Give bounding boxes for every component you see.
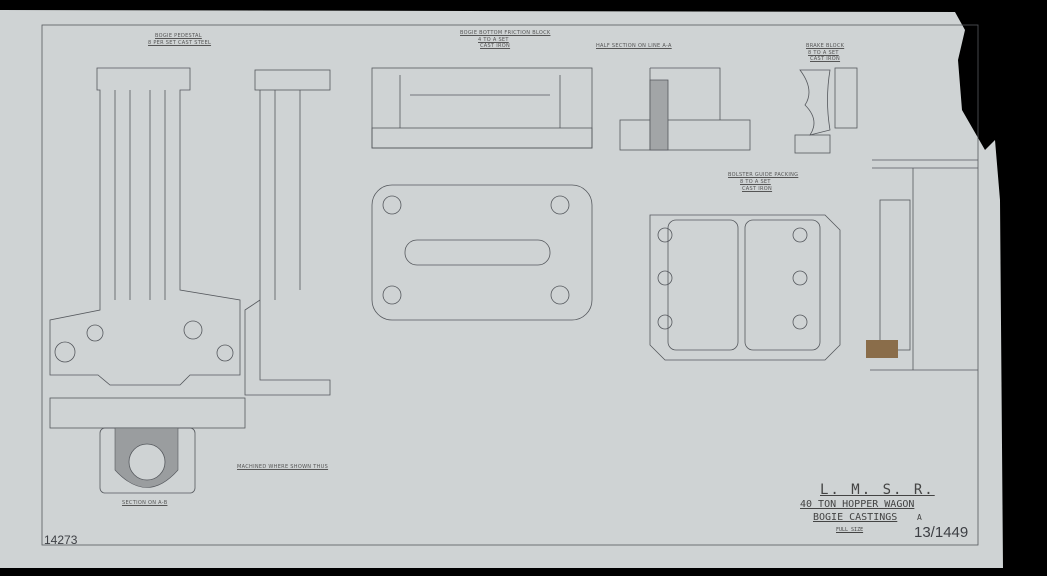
friction-block-elevation [371,184,593,321]
bolster-guide-packing [649,214,841,361]
archive-number: 14273 [44,533,78,547]
revision-letter: A [917,513,922,522]
section-ab-label: SECTION ON A-B [122,500,168,506]
friction-block-plan [371,67,593,149]
subject-title: BOGIE CASTINGS [813,512,898,523]
sheet-border [41,24,979,546]
wagon-title: 40 TON HOPPER WAGON [800,499,915,510]
friction-block-half-section [619,67,751,151]
brake-block-title: BRAKE BLOCK [806,43,845,49]
brake-block [794,67,858,154]
bogie-pedestal-side-view [244,69,331,396]
half-section-label: HALF SECTION ON LINE A-A [596,43,672,49]
pedestal-title: BOGIE PEDESTAL [155,33,202,39]
company-title: L. M. S. R. [820,482,935,498]
bogie-pedestal-front-view [49,67,241,386]
friction-block-material: CAST IRON [480,43,511,49]
bolster-title: BOLSTER GUIDE PACKING [728,172,799,178]
friction-block-title: BOGIE BOTTOM FRICTION BLOCK [460,30,551,36]
machined-note: MACHINED WHERE SHOWN THUS [237,464,329,470]
bolster-material: CAST IRON [742,186,773,192]
brake-block-material: CAST IRON [810,56,841,62]
rail-section [866,159,978,371]
drawing-number: 13/1449 [914,524,969,541]
brake-block-qty: 8 TO A SET [808,50,839,56]
pedestal-subtitle: 8 PER SET CAST STEEL [148,40,212,46]
friction-block-qty: 4 TO A SET [478,37,509,43]
section-a-b [49,397,246,494]
bolster-qty: 8 TO A SET [740,179,771,185]
scale-label: FULL SIZE [836,527,864,533]
